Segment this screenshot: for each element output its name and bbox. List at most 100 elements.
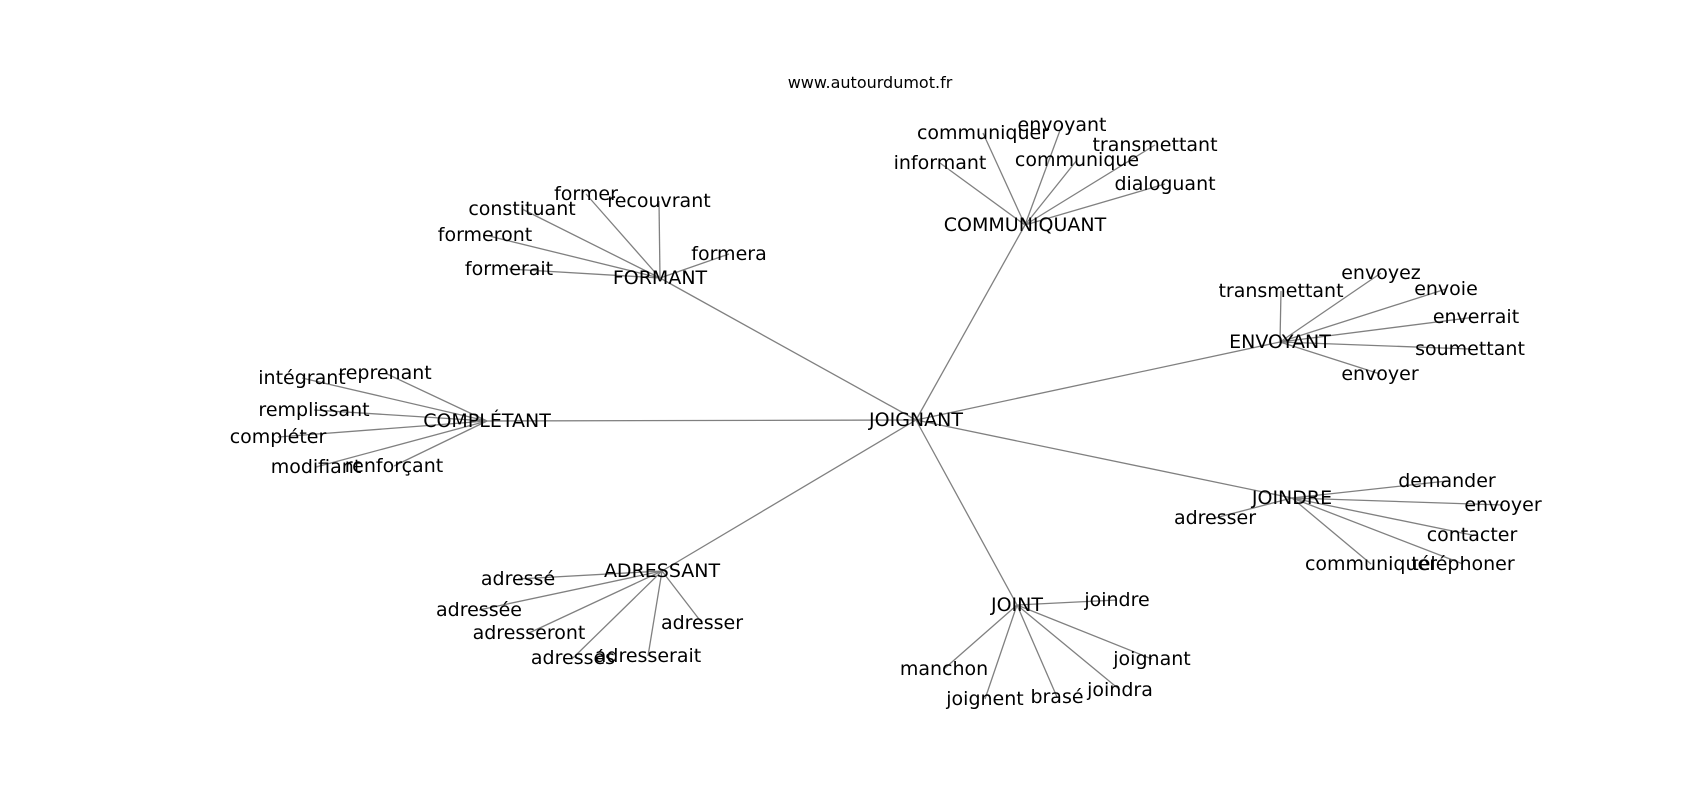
edge-communiquant-dialoguant xyxy=(1024,183,1166,226)
edge-envoyant-envoyer-e xyxy=(1279,341,1381,375)
node-formerait: formerait xyxy=(465,258,553,280)
node-joindre: joindre xyxy=(1083,589,1149,611)
edge-adressant-adresser-a xyxy=(661,570,703,624)
edge-adressant-adressee xyxy=(478,570,663,611)
edge-adressant-adresseront xyxy=(528,570,663,634)
edge-formant-formera xyxy=(659,253,730,279)
edge-formant-recouvrant xyxy=(658,200,661,279)
edge-formant-constituant xyxy=(521,208,661,279)
node-recouvrant: recouvrant xyxy=(607,190,710,212)
graph-labels: JOIGNANTCOMMUNIQUANTFORMANTENVOYANTCOMPL… xyxy=(230,114,1542,710)
edge-formant-formeront xyxy=(484,234,661,279)
edge-joignant-joindre-hub xyxy=(915,419,1293,499)
edge-joindre-hub-adresser-j xyxy=(1214,497,1293,519)
node-communique: communique xyxy=(1015,149,1139,171)
node-integrant: intégrant xyxy=(258,367,345,389)
edge-joint-manchon xyxy=(943,604,1018,670)
node-adressant: ADRESSANT xyxy=(604,560,721,582)
edge-adressant-adresses xyxy=(572,570,663,659)
node-envoyer-e: envoyer xyxy=(1341,363,1419,385)
edge-joindre-hub-communiquer-j xyxy=(1291,497,1372,565)
edge-completant-remplissant xyxy=(313,409,488,422)
edge-joignant-joint xyxy=(915,419,1018,606)
node-adresser-j: adresser xyxy=(1174,507,1256,529)
node-demander: demander xyxy=(1398,470,1496,492)
edge-adressant-adresse xyxy=(517,570,663,580)
edge-completant-integrant xyxy=(301,377,488,422)
edge-envoyant-soumettant xyxy=(1279,341,1471,350)
node-renforcant: renforçant xyxy=(345,455,443,477)
node-joint: JOINT xyxy=(990,594,1043,616)
edge-joindre-hub-demander xyxy=(1291,480,1448,499)
graph-edges xyxy=(277,124,1504,700)
node-formera: formera xyxy=(691,243,766,265)
node-soumettant: soumettant xyxy=(1415,338,1525,360)
edge-completant-renforcant xyxy=(393,420,488,467)
node-envoie: envoie xyxy=(1414,278,1478,300)
edge-joignant-completant xyxy=(486,419,917,422)
edge-formant-formerait xyxy=(508,268,661,279)
edge-joindre-hub-contacter xyxy=(1291,497,1473,536)
node-envoyez: envoyez xyxy=(1341,262,1421,284)
node-dialoguant: dialoguant xyxy=(1114,173,1215,195)
edge-envoyant-enverrait xyxy=(1279,316,1477,343)
edge-joint-joignant-leaf xyxy=(1016,604,1153,660)
edge-completant-modifiant xyxy=(315,420,488,468)
node-adresserait: adresserait xyxy=(595,645,701,667)
source-url: www.autourdumot.fr xyxy=(788,73,953,92)
edge-joint-joindre xyxy=(1016,599,1118,606)
node-formeront: formeront xyxy=(438,224,533,246)
edge-completant-reprenant xyxy=(384,372,488,422)
node-telephoner: téléphoner xyxy=(1411,553,1515,575)
node-adresser-a: adresser xyxy=(661,612,743,634)
node-joindre-hub: JOINDRE xyxy=(1251,487,1332,509)
node-former: former xyxy=(554,183,618,205)
edge-joignant-communiquant xyxy=(915,224,1026,421)
node-manchon: manchon xyxy=(900,658,988,680)
node-informant: informant xyxy=(894,152,987,174)
edge-joindre-hub-envoyer-j xyxy=(1291,497,1504,506)
node-remplissant: remplissant xyxy=(258,399,369,421)
node-joignent: joignent xyxy=(945,688,1023,710)
node-envoyer-j: envoyer xyxy=(1464,494,1542,516)
edge-joignant-formant xyxy=(659,277,917,421)
node-reprenant: reprenant xyxy=(338,362,431,384)
edge-communiquant-transmettant-c xyxy=(1024,144,1156,226)
edge-communiquant-communique xyxy=(1024,159,1078,226)
node-completant: COMPLÉTANT xyxy=(423,409,551,432)
edge-communiquant-communiquer xyxy=(982,132,1026,226)
node-adresse: adressé xyxy=(481,568,555,590)
node-envoyant-c: envoyant xyxy=(1018,114,1107,136)
node-transmettant-e: transmettant xyxy=(1218,280,1343,302)
node-joindra: joindra xyxy=(1086,679,1153,701)
node-communiquant: COMMUNIQUANT xyxy=(944,214,1107,236)
node-joignant-leaf: joignant xyxy=(1112,648,1190,670)
edge-joignant-adressant xyxy=(661,419,917,572)
node-adresses: adressés xyxy=(531,647,615,669)
edge-joindre-hub-telephoner xyxy=(1291,497,1464,565)
edge-joint-joindra xyxy=(1016,604,1121,691)
edge-adressant-adresserait xyxy=(647,570,663,657)
node-adressee: adressée xyxy=(436,599,522,621)
node-transmettant-c: transmettant xyxy=(1092,134,1217,156)
edge-joint-brase xyxy=(1016,604,1058,698)
node-formant: FORMANT xyxy=(613,267,708,289)
edge-completant-completer xyxy=(277,420,488,438)
edge-communiquant-envoyant-c xyxy=(1024,124,1063,226)
node-enverrait: enverrait xyxy=(1433,306,1519,328)
node-constituant: constituant xyxy=(468,198,575,220)
node-completer: compléter xyxy=(230,426,327,448)
edge-joint-joignent xyxy=(984,604,1018,700)
node-joignant: JOIGNANT xyxy=(868,409,963,431)
edge-communiquant-informant xyxy=(939,162,1026,226)
node-communiquer-j: communiquer xyxy=(1305,553,1437,575)
edge-envoyant-envoyez xyxy=(1279,272,1382,343)
edge-envoyant-envoie xyxy=(1279,288,1447,343)
node-contacter: contacter xyxy=(1427,524,1518,546)
node-adresseront: adresseront xyxy=(473,622,586,644)
node-modifiant: modifiant xyxy=(271,456,362,478)
node-communiquer: communiquer xyxy=(917,122,1049,144)
edge-joignant-envoyant xyxy=(915,341,1281,421)
node-brase: brasé xyxy=(1030,686,1083,708)
